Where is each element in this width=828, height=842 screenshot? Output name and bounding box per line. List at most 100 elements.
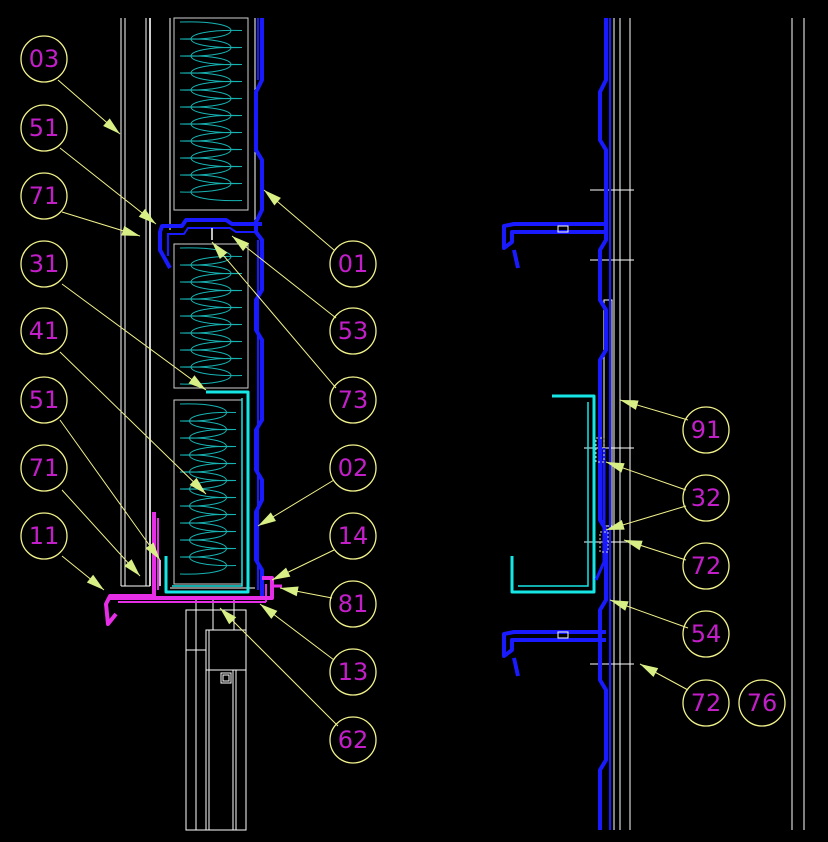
insulation-wave [190,29,243,202]
svg-text:53: 53 [338,317,369,345]
callout-72-upper: 72 [682,542,730,590]
callout-31: 31 [20,240,68,288]
frame-lines [120,18,256,831]
svg-text:54: 54 [691,620,722,648]
svg-text:81: 81 [338,590,369,618]
leader-arrowhead [124,559,140,576]
svg-text:02: 02 [338,454,369,482]
svg-text:62: 62 [338,726,369,754]
svg-text:13: 13 [338,658,369,686]
svg-text:73: 73 [338,386,369,414]
leader-line [61,489,141,577]
leader-arrowhead [260,604,278,619]
svg-text:51: 51 [29,114,60,142]
subframe-channel [164,390,250,594]
svg-text:76: 76 [747,689,778,717]
leader-arrowhead [258,512,276,526]
leader-arrowhead [212,242,228,259]
bracket-bolt-lower [557,631,569,639]
subframe-channel-inner [172,398,243,587]
insulation-wave [179,247,232,385]
callout-62: 62 [329,716,377,764]
leader-arrowhead [145,542,160,560]
leader-line [59,351,207,495]
callout-81: 81 [329,580,377,628]
svg-text:91: 91 [691,416,722,444]
leader-line [61,283,207,391]
leader-arrowhead [103,118,120,134]
callout-13: 13 [329,648,377,696]
leader-arrowhead [610,600,629,611]
left-section [104,17,282,831]
callout-91: 91 [682,406,730,454]
callout-71-lower: 71 [20,444,68,492]
sill-flashing [104,512,274,626]
callout-51-lower: 51 [20,376,68,424]
c-channel-return [594,448,606,581]
callout-51-upper: 51 [20,104,68,152]
leader-arrowhead [624,540,643,551]
leader-arrowhead [272,567,291,580]
spacer-pad-lower [599,531,609,553]
leader-arrowhead [86,574,104,590]
leader-line [219,607,339,727]
z-clip [158,218,262,269]
leader-arrowhead [220,608,237,625]
svg-text:14: 14 [338,522,369,550]
callout-71-upper: 71 [20,172,68,220]
insulation-panels [173,17,249,585]
callout-02: 02 [329,444,377,492]
insulation-pattern-lower [179,403,237,575]
svg-text:01: 01 [338,250,369,278]
c-channel [510,394,596,594]
insulation-wave [189,411,237,567]
leader-arrowhead [280,586,299,597]
insulation-wave [190,255,243,377]
leader-line [211,241,337,389]
leader-arrowhead [606,520,625,530]
callout-32: 32 [682,474,730,522]
insulation-pattern-middle [179,247,243,385]
insulation-pattern-upper [179,21,243,202]
z-clip-inner [167,227,258,256]
svg-text:32: 32 [691,484,722,512]
svg-text:71: 71 [29,454,60,482]
svg-text:71: 71 [29,182,60,210]
leader-arrowhead [606,462,625,473]
callout-53: 53 [329,307,377,355]
leader-arrowhead [620,400,639,410]
leader-arrowhead [121,225,140,236]
leader-arrowhead [232,236,250,252]
svg-text:51: 51 [29,386,60,414]
callouts: 03 51 71 31 41 51 71 11 01 53 73 02 14 8… [20,35,786,764]
upper-bracket [502,222,606,269]
svg-text:11: 11 [29,522,60,550]
svg-text:72: 72 [691,552,722,580]
callout-72-lower: 72 [682,679,730,727]
leader-arrowhead [189,477,206,494]
leader-line [59,147,157,225]
callout-03: 03 [20,35,68,83]
callout-76: 76 [738,679,786,727]
spacer-pad-upper [595,437,605,463]
callout-01: 01 [329,240,377,288]
right-section [502,18,805,830]
lower-bracket [502,630,606,677]
svg-text:41: 41 [29,317,60,345]
callout-54: 54 [682,610,730,658]
leader-arrowhead [188,375,206,390]
leader-line [59,419,161,561]
callout-14: 14 [329,512,377,560]
sill-flashing-inner [118,518,267,603]
c-channel-inner [518,402,589,587]
leader-line [231,235,337,319]
leader-arrowhead [138,208,156,224]
leader-lines [57,79,689,727]
callout-73: 73 [329,376,377,424]
leader-arrowhead [264,190,281,206]
callout-41: 41 [20,307,68,355]
leader-arrowhead [640,664,659,677]
bracket-bolt-upper [557,225,569,233]
right-steel-profile [598,18,608,830]
